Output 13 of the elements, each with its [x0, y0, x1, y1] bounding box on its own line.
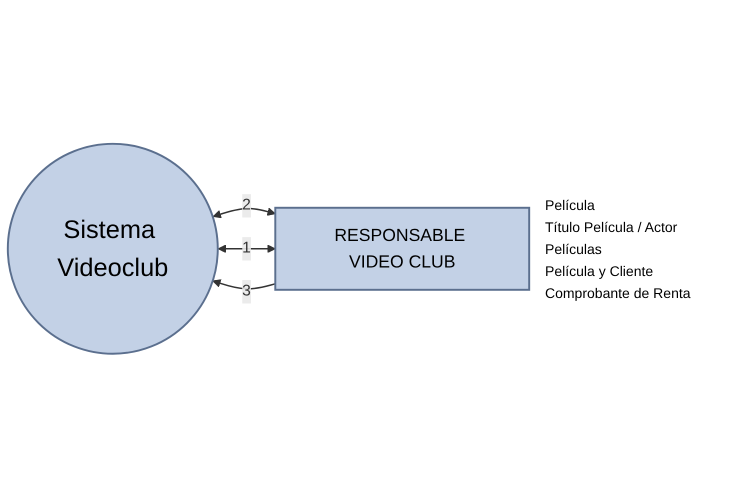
edge-label: 1: [242, 240, 251, 256]
edge-label: 2: [242, 196, 251, 214]
arrow: [212, 207, 276, 218]
flow-label: Comprobante de Renta: [545, 284, 692, 300]
flow-label: Película: [545, 196, 596, 212]
edge-label: 3: [242, 282, 251, 300]
flow-label: Película y Cliente: [545, 262, 654, 278]
node-circle: Sistema Videoclub: [6, 142, 219, 354]
flow-label: Título Película / Actor: [545, 218, 678, 234]
arrow: [212, 278, 276, 290]
flow-label: Películas: [545, 240, 603, 256]
node-box: RESPONSABLE VIDEO CLUB: [274, 206, 530, 290]
arrow: [218, 244, 276, 253]
